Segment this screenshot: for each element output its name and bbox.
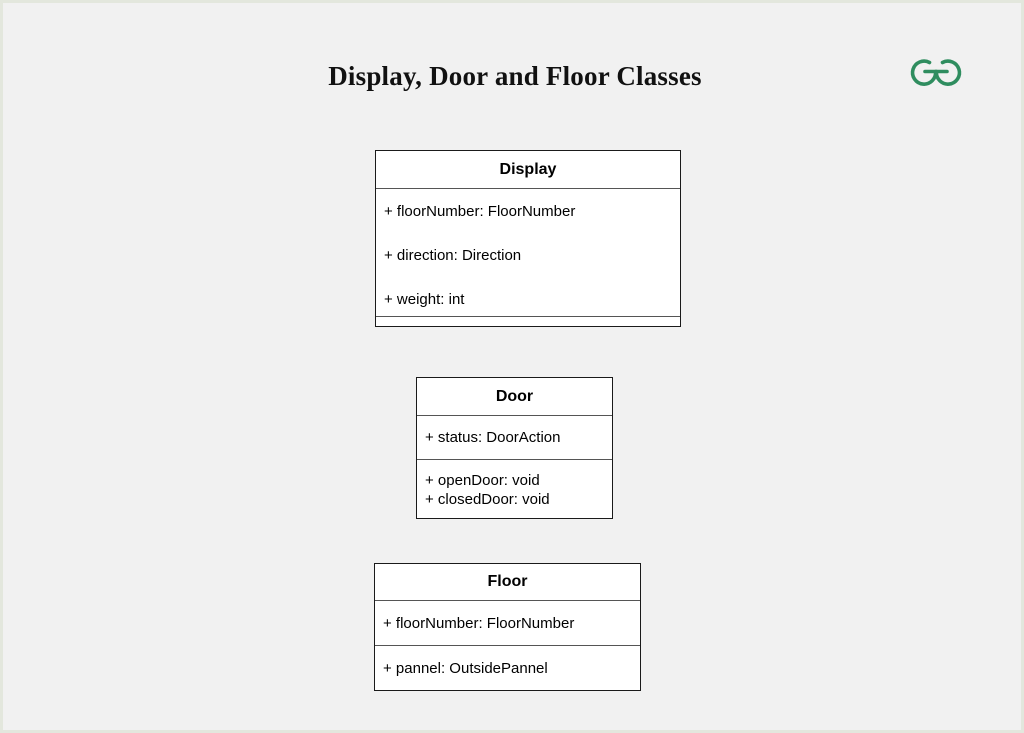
uml-attribute: + floorNumber: FloorNumber [383, 615, 575, 632]
uml-class-display-name: Display [376, 151, 680, 189]
uml-class-floor-attributes: + floorNumber: FloorNumber [375, 601, 640, 646]
uml-class-display-methods [376, 317, 680, 323]
geeksforgeeks-logo-icon [910, 59, 962, 86]
uml-method: + pannel: OutsidePannel [383, 660, 548, 677]
uml-class-display-attributes: + floorNumber: FloorNumber + direction: … [376, 189, 680, 317]
uml-attribute: + weight: int [384, 291, 465, 308]
uml-class-door[interactable]: Door + status: DoorAction + openDoor: vo… [416, 377, 613, 519]
uml-class-door-name: Door [417, 378, 612, 416]
uml-class-door-attributes: + status: DoorAction [417, 416, 612, 460]
uml-attribute: + direction: Direction [384, 247, 522, 264]
uml-method: + openDoor: void [425, 472, 540, 489]
geeksforgeeks-logo [905, 52, 967, 90]
uml-class-display[interactable]: Display + floorNumber: FloorNumber + dir… [375, 150, 681, 327]
uml-attribute: + floorNumber: FloorNumber [384, 203, 576, 220]
uml-class-floor-name: Floor [375, 564, 640, 601]
uml-class-floor[interactable]: Floor + floorNumber: FloorNumber + panne… [374, 563, 641, 691]
uml-attribute: + status: DoorAction [425, 429, 561, 446]
page-title: Display, Door and Floor Classes [328, 61, 702, 91]
uml-method: + closedDoor: void [425, 491, 550, 508]
uml-class-door-methods: + openDoor: void + closedDoor: void [417, 460, 612, 518]
uml-class-floor-methods: + pannel: OutsidePannel [375, 646, 640, 690]
